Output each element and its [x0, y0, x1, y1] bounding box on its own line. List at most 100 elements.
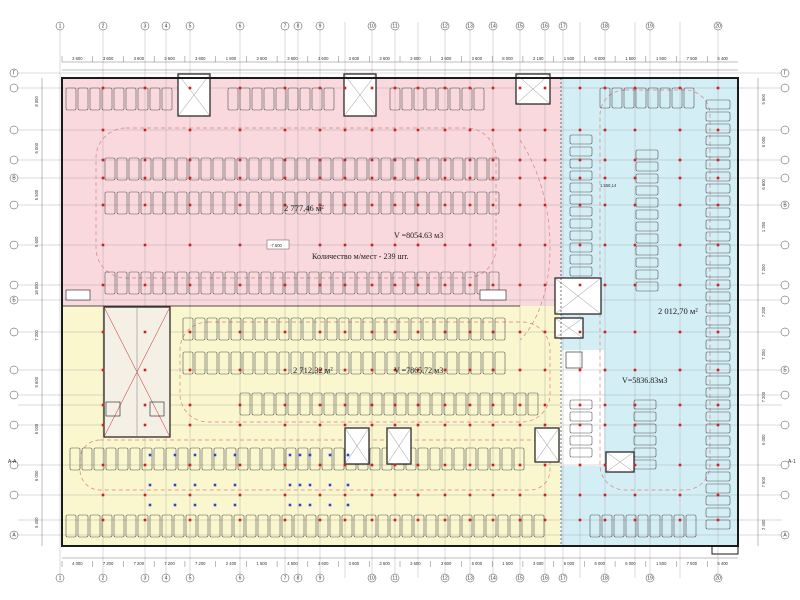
left-axis-marker-circle	[9, 490, 19, 500]
column	[283, 283, 287, 287]
car-space	[261, 447, 273, 471]
top-dimension-label: 3 600	[164, 56, 175, 61]
utility-block	[479, 289, 507, 301]
car-space	[320, 157, 332, 181]
car-space	[333, 447, 345, 471]
column	[443, 128, 447, 132]
car-space	[266, 317, 278, 341]
column	[238, 128, 242, 132]
top-axis-marker: 11	[392, 24, 397, 30]
car-space	[416, 271, 428, 295]
top-axis-marker-circle	[515, 21, 525, 31]
column	[443, 86, 447, 90]
left-dimension-label: 5 600	[34, 236, 39, 247]
column	[578, 86, 582, 90]
axis-markers: 1122334455667788991010111112121313141415…	[9, 21, 790, 583]
column	[633, 176, 637, 180]
car-space	[189, 447, 201, 471]
column	[143, 403, 147, 407]
bottom-dimension-label: 7 200	[134, 561, 145, 566]
top-axis-marker-circle	[645, 21, 655, 31]
car-space	[440, 157, 452, 181]
column	[318, 128, 322, 132]
car-space	[194, 317, 206, 341]
car-space	[332, 191, 344, 215]
column	[491, 368, 495, 372]
car-space	[410, 351, 422, 375]
car-space	[269, 514, 281, 538]
column	[238, 176, 242, 180]
bottom-dimension-label: 4 500	[287, 561, 298, 566]
right-dimension-label: 2 400	[761, 519, 766, 530]
left-axis-marker-circle	[9, 530, 19, 540]
car-space	[153, 447, 165, 471]
outer-wall	[61, 77, 739, 547]
top-axis-marker: 15	[517, 24, 523, 30]
stair-core-hatch	[534, 427, 560, 463]
car-space	[569, 242, 593, 253]
car-space	[569, 134, 593, 145]
left-axis-marker: Б	[12, 298, 16, 304]
bottom-axis-marker-circle	[558, 573, 568, 583]
column	[283, 403, 287, 407]
column	[283, 368, 287, 372]
route-loop-yellow-upper	[179, 321, 551, 423]
car-space	[705, 183, 731, 194]
car-space	[236, 271, 248, 295]
bottom-axis-marker-circle	[713, 573, 723, 583]
car-space	[422, 317, 434, 341]
car-space	[239, 87, 251, 111]
left-dimension-label: 5 500	[34, 189, 39, 200]
top-dimension-label: 1 500	[564, 56, 575, 61]
column	[101, 158, 105, 162]
left-axis-marker-circle	[9, 327, 19, 337]
column	[370, 423, 374, 427]
column	[633, 243, 637, 247]
car-space	[685, 514, 697, 538]
top-axis-marker: 19	[647, 24, 653, 30]
car-space	[104, 271, 116, 295]
column	[443, 368, 447, 372]
car-space	[497, 514, 509, 538]
column	[633, 493, 637, 497]
column	[543, 243, 547, 247]
car-space	[705, 147, 731, 158]
column	[393, 493, 397, 497]
column	[393, 368, 397, 372]
car-space	[569, 435, 593, 446]
car-space	[437, 514, 449, 538]
car-space	[176, 271, 188, 295]
column	[518, 176, 522, 180]
bottom-dimension-label: 4 000	[72, 561, 83, 566]
column	[188, 158, 192, 162]
car-space	[272, 191, 284, 215]
car-space	[140, 157, 152, 181]
column	[188, 518, 192, 522]
column	[468, 403, 472, 407]
column	[543, 158, 547, 162]
car-space	[633, 435, 657, 446]
car-space	[509, 514, 521, 538]
car-space	[440, 271, 452, 295]
top-axis-marker: 4	[165, 24, 168, 30]
car-space	[224, 191, 236, 215]
car-space	[705, 375, 731, 386]
column	[318, 158, 322, 162]
car-space	[425, 87, 437, 111]
column-blue	[148, 503, 152, 507]
bottom-axis-marker: 7	[284, 576, 287, 582]
bottom-axis-marker-circle	[280, 573, 290, 583]
car-space	[488, 157, 500, 181]
car-space	[635, 269, 659, 280]
left-axis-marker-circle	[9, 173, 19, 183]
right-axis-marker-circle	[780, 490, 790, 500]
top-axis-marker-circle	[713, 21, 723, 31]
left-dimension-label: 6 000	[34, 423, 39, 434]
car-space	[165, 447, 177, 471]
column	[188, 368, 192, 372]
car-space	[705, 483, 731, 494]
column	[716, 403, 720, 407]
column	[443, 158, 447, 162]
car-space	[308, 157, 320, 181]
car-space	[705, 123, 731, 134]
